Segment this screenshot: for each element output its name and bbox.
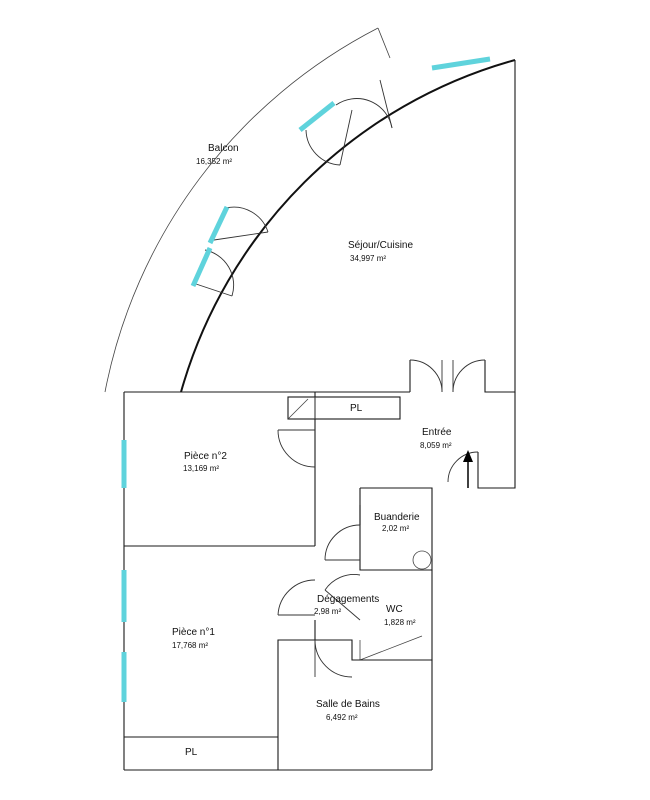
buanderie-name: Buanderie xyxy=(374,512,420,523)
balcony-door-4 xyxy=(204,249,235,297)
sdb-walls xyxy=(315,639,433,770)
sejour-door-right xyxy=(452,359,486,393)
closet-top-diag xyxy=(287,398,309,420)
sdb-door xyxy=(314,639,353,678)
piece1-right-wall xyxy=(277,620,316,770)
sejour-name: Séjour/Cuisine xyxy=(348,240,414,251)
balcony-outer-arc xyxy=(104,27,379,393)
wc-door-leaf xyxy=(324,589,361,621)
balcony-door-3 xyxy=(225,206,269,233)
entree-area: 8,059 m² xyxy=(420,441,452,450)
piece1-door xyxy=(277,579,316,616)
window-3 xyxy=(207,205,230,245)
wc-walls xyxy=(360,569,433,661)
piece1-area: 17,768 m² xyxy=(172,641,209,650)
sejour-area: 34,997 m² xyxy=(350,254,387,263)
degagements-name: Dégagements xyxy=(317,594,380,605)
piece1-name: Pièce n°1 xyxy=(172,627,215,638)
window-2 xyxy=(298,101,336,132)
balcony-door-1-leaf xyxy=(339,109,353,166)
appliance-circle xyxy=(412,550,432,570)
wc-name: WC xyxy=(386,604,403,615)
sdb-name: Salle de Bains xyxy=(316,699,380,710)
balcon-name: Balcon xyxy=(208,143,239,154)
piece2-area: 13,169 m² xyxy=(183,464,220,473)
balcony-door-3-leaf xyxy=(213,231,269,241)
balcon-area: 16,352 m² xyxy=(196,157,233,166)
buanderie-door xyxy=(324,524,361,561)
buanderie-area: 2,02 m² xyxy=(382,524,410,533)
degagements-area: 2,98 m² xyxy=(314,607,342,616)
sejour-door-left xyxy=(409,359,443,393)
sdb-area: 6,492 m² xyxy=(326,713,358,722)
entree-name: Entrée xyxy=(422,427,452,438)
wc-door xyxy=(324,574,361,591)
sejour-right-wall xyxy=(484,60,516,393)
wc-stair-line xyxy=(359,635,423,661)
closet-top xyxy=(287,396,401,420)
entry-arrow-head xyxy=(463,450,473,462)
closet-bottom-label: PL xyxy=(185,747,198,758)
entree-right-wall xyxy=(477,392,516,489)
balcony-door-2-leaf xyxy=(379,79,393,129)
balcony-door-4-leaf xyxy=(195,283,233,297)
piece2-name: Pièce n°2 xyxy=(184,451,227,462)
curved-facade-wall xyxy=(180,59,516,393)
balcony-door-1 xyxy=(305,129,341,166)
window-4 xyxy=(190,246,213,288)
piece2-door xyxy=(277,429,316,468)
window-1 xyxy=(431,56,491,71)
wc-area: 1,828 m² xyxy=(384,618,416,627)
balcony-edge xyxy=(377,27,391,59)
entry-door-arc xyxy=(447,451,479,483)
balcony-door-2 xyxy=(335,98,393,129)
closet-top-label: PL xyxy=(350,403,363,414)
